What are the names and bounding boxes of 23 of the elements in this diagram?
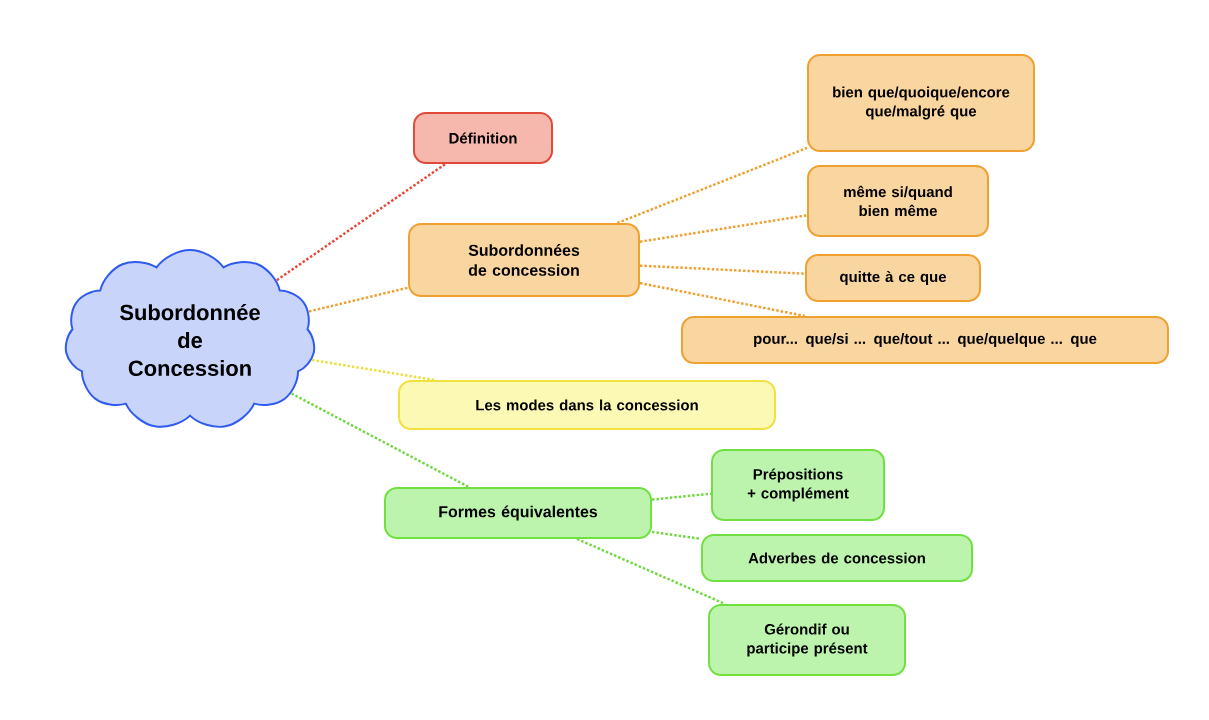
dotted-connector xyxy=(276,162,447,282)
dotted-connector xyxy=(639,281,805,318)
topic-box: quitte à ce que xyxy=(805,254,981,302)
dotted-connector xyxy=(651,492,712,501)
topic-box: Gérondif ou participe présent xyxy=(708,604,906,676)
cloud-node: Subordonnée de Concession xyxy=(64,249,316,428)
dotted-connector xyxy=(616,146,808,225)
dotted-connector xyxy=(639,214,808,243)
dotted-connector xyxy=(308,286,409,313)
dotted-connector xyxy=(311,358,435,382)
topic-box: bien que/quoique/encore que/malgré que xyxy=(807,54,1035,152)
topic-box: Formes équivalentes xyxy=(384,487,652,539)
topic-box: Adverbes de concession xyxy=(701,534,973,582)
topic-box: même si/quand bien même xyxy=(807,165,989,237)
dotted-connector xyxy=(651,530,702,541)
topic-box: Subordonnées de concession xyxy=(408,223,640,297)
dotted-connector xyxy=(639,264,806,275)
dotted-connector xyxy=(576,537,726,606)
topic-box: Prépositions + complément xyxy=(711,449,885,521)
topic-box: Définition xyxy=(413,112,553,164)
topic-box: Les modes dans la concession xyxy=(398,380,776,430)
dotted-connector xyxy=(290,392,470,489)
topic-box: pour... que/si ... que/tout ... que/quelque ... que xyxy=(681,316,1169,364)
